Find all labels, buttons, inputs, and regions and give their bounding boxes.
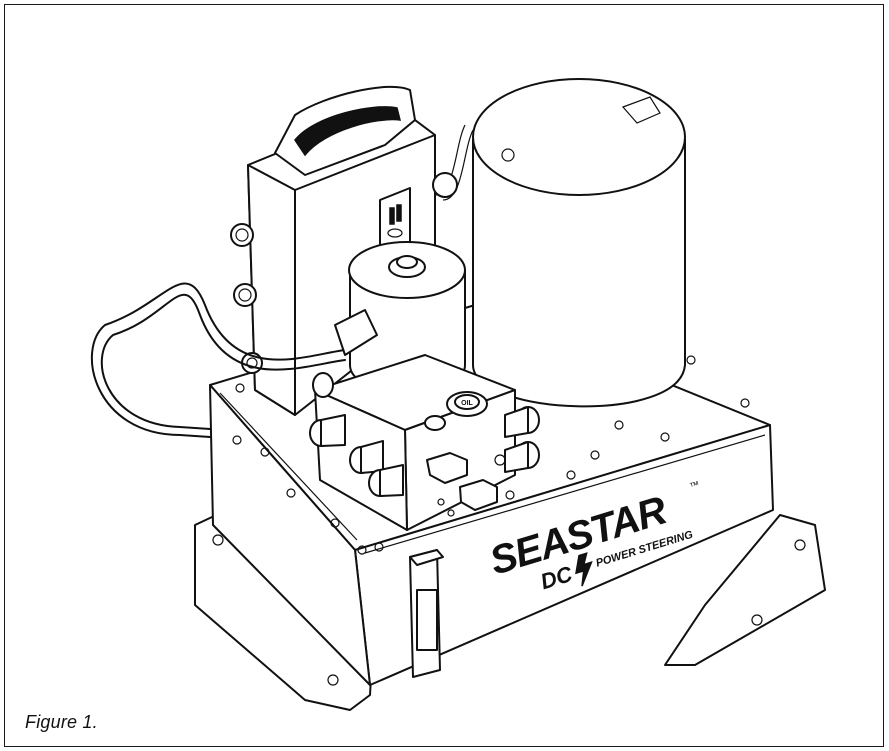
oil-cap-label: OIL [461, 400, 473, 407]
lightning-bolt-icon [575, 552, 593, 587]
logo-trademark: ™ [688, 479, 701, 492]
motor-cylinder [434, 78, 686, 408]
cable-gland [230, 223, 263, 374]
figure-frame: OIL SEASTAR ™ DC POWER STEERING Figure 1… [4, 4, 884, 747]
hydraulic-fitting [309, 372, 540, 497]
control-box [230, 85, 458, 416]
pump-illustration: OIL SEASTAR ™ DC POWER STEERING [90, 78, 826, 711]
manifold-block: OIL [309, 354, 540, 531]
cable [90, 282, 346, 438]
figure-caption: Figure 1. [25, 712, 98, 732]
